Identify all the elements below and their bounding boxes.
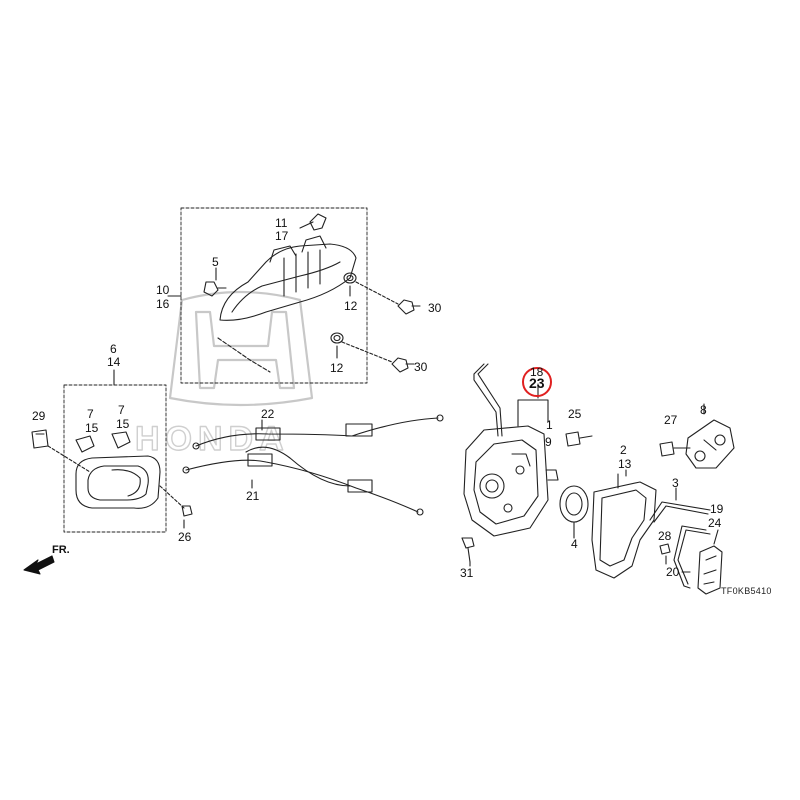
outer-handle-group-box: [180, 207, 368, 384]
bolt-25: [565, 431, 593, 447]
callout-6[interactable]: 6: [110, 342, 117, 356]
callout-27[interactable]: 27: [664, 413, 678, 427]
diagram-code: TF0KB5410: [721, 586, 772, 596]
callout-21[interactable]: 21: [246, 489, 260, 503]
callout-8[interactable]: 8: [700, 403, 707, 417]
callout-3[interactable]: 3: [672, 476, 679, 490]
callout-12-upper[interactable]: 12: [344, 299, 358, 313]
door-cables: [182, 414, 444, 516]
callout-28[interactable]: 28: [658, 529, 672, 543]
front-direction-label: FR.: [52, 544, 70, 556]
callout-1[interactable]: 1: [546, 418, 553, 432]
callout-12-lower[interactable]: 12: [330, 361, 344, 375]
callout-11[interactable]: 11: [275, 216, 288, 230]
callout-7-left[interactable]: 7: [87, 407, 94, 421]
callout-26[interactable]: 26: [178, 530, 192, 544]
grommet-24: [697, 545, 723, 595]
callout-30-lower[interactable]: 30: [414, 360, 428, 374]
callout-29[interactable]: 29: [32, 409, 46, 423]
highlight-ring: [522, 367, 552, 397]
callout-13[interactable]: 13: [618, 457, 632, 471]
callout-18[interactable]: 18: [530, 365, 544, 379]
callout-15-left[interactable]: 15: [85, 421, 99, 435]
callout-17[interactable]: 17: [275, 229, 289, 243]
inner-door-handle: [31, 429, 193, 517]
callout-14[interactable]: 14: [107, 355, 121, 369]
callout-15-right[interactable]: 15: [116, 417, 130, 431]
callout-25[interactable]: 25: [568, 407, 582, 421]
callout-5[interactable]: 5: [212, 255, 219, 269]
callout-23[interactable]: 23: [529, 375, 545, 391]
inner-handle-group-box: [63, 384, 167, 533]
callout-16[interactable]: 16: [156, 297, 170, 311]
lock-seal-ring: [559, 485, 589, 535]
callout-30-upper[interactable]: 30: [428, 301, 442, 315]
lock-protector-cover: [591, 473, 671, 579]
door-striker: [659, 403, 735, 469]
callout-20[interactable]: 20: [666, 565, 680, 579]
honda-wordmark-watermark: HONDA: [135, 420, 290, 458]
honda-logo-watermark: [168, 290, 314, 407]
callout-22[interactable]: 22: [261, 407, 275, 421]
callout-19[interactable]: 19: [710, 502, 724, 516]
front-arrow-icon: [23, 555, 55, 575]
callout-4[interactable]: 4: [571, 537, 578, 551]
callout-31[interactable]: 31: [460, 566, 474, 580]
callout-24[interactable]: 24: [708, 516, 722, 530]
callout-7-right[interactable]: 7: [118, 403, 125, 417]
callout-9[interactable]: 9: [545, 435, 552, 449]
outer-door-handle: [203, 213, 421, 373]
callout-10[interactable]: 10: [156, 283, 170, 297]
callout-2[interactable]: 2: [620, 443, 627, 457]
